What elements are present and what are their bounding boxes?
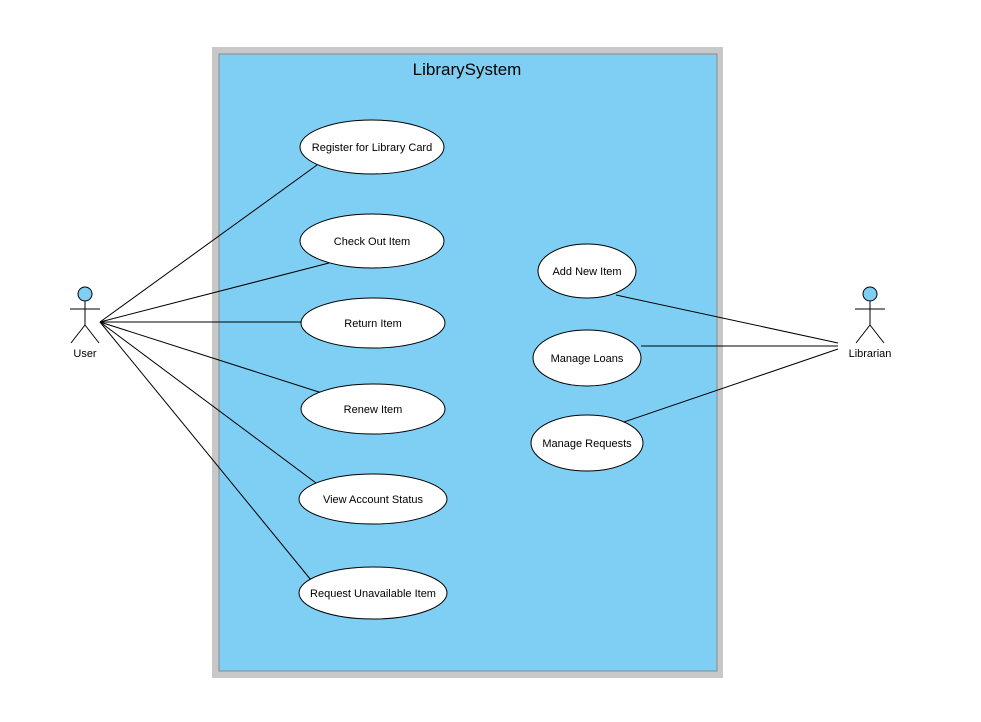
association-user-view[interactable]: [99, 321, 317, 484]
system-boundary-area: [218, 53, 718, 672]
use-case-addnew[interactable]: Add New Item: [537, 243, 637, 299]
use-case-label: View Account Status: [323, 494, 424, 506]
use-case-label: Register for Library Card: [312, 142, 432, 154]
actor-right-leg: [84, 324, 100, 344]
actor-label: Librarian: [849, 348, 892, 360]
use-case-renew[interactable]: Renew Item: [300, 383, 446, 435]
use-case-label: Return Item: [344, 318, 401, 330]
use-case-ellipse: [532, 329, 642, 387]
actor-right-leg: [869, 324, 885, 344]
actor-user[interactable]: User: [70, 286, 100, 360]
actor-label: User: [73, 348, 97, 360]
use-case-label: Add New Item: [552, 266, 621, 278]
use-case-label: Check Out Item: [334, 236, 410, 248]
use-case-request[interactable]: Request Unavailable Item: [298, 566, 448, 620]
actor-head: [77, 286, 93, 302]
association-librarian-addnew[interactable]: [615, 294, 839, 344]
association-librarian-requests[interactable]: [623, 348, 839, 423]
use-case-return[interactable]: Return Item: [300, 297, 446, 349]
use-case-ellipse: [537, 243, 637, 299]
use-case-ellipse: [300, 297, 446, 349]
use-case-ellipse: [298, 566, 448, 620]
system-title: LibrarySystem: [413, 60, 522, 79]
associations: [99, 164, 839, 581]
use-case-ellipse: [300, 383, 446, 435]
use-case-checkout[interactable]: Check Out Item: [299, 213, 445, 269]
use-case-ellipse: [299, 119, 445, 175]
use-case-ellipse: [299, 213, 445, 269]
use-case-register[interactable]: Register for Library Card: [299, 119, 445, 175]
use-case-label: Manage Loans: [551, 353, 624, 365]
association-user-register[interactable]: [99, 164, 318, 323]
use-case-ellipse: [298, 473, 448, 525]
association-user-checkout[interactable]: [99, 262, 330, 323]
use-case-requests[interactable]: Manage Requests: [530, 414, 644, 472]
actor-left-leg: [855, 324, 871, 344]
association-user-renew[interactable]: [99, 321, 323, 394]
association-user-request[interactable]: [99, 321, 312, 581]
use-case-ellipse: [530, 414, 644, 472]
actor-left-leg: [70, 324, 86, 344]
use-case-label: Manage Requests: [542, 438, 632, 450]
use-case-label: Request Unavailable Item: [310, 588, 436, 600]
use-case-view[interactable]: View Account Status: [298, 473, 448, 525]
actor-head: [862, 286, 878, 302]
use-case-label: Renew Item: [344, 404, 403, 416]
use-case-loans[interactable]: Manage Loans: [532, 329, 642, 387]
system-boundary[interactable]: LibrarySystem: [212, 47, 723, 678]
actor-librarian[interactable]: Librarian: [849, 286, 892, 360]
